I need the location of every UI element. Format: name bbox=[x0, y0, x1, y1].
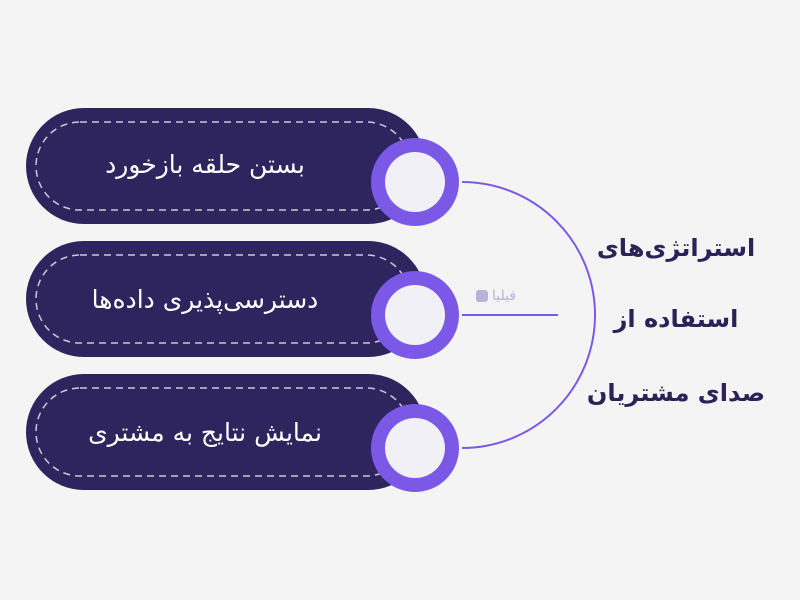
item-3-dashed-border bbox=[35, 387, 411, 477]
item-2-pill bbox=[26, 241, 426, 357]
item-3 bbox=[26, 374, 459, 492]
title-line-3: صدای مشتریان bbox=[586, 379, 766, 407]
watermark-text: فیلیا bbox=[492, 288, 517, 304]
item-1-pill bbox=[26, 108, 426, 224]
item-2 bbox=[26, 241, 459, 359]
item-2-node bbox=[385, 285, 445, 345]
item-1 bbox=[26, 108, 459, 226]
item-1-node bbox=[385, 152, 445, 212]
item-1-label: بستن حلقه بازخورد bbox=[105, 150, 305, 179]
title-line-1: استراتژی‌های bbox=[596, 234, 756, 262]
item-3-node bbox=[385, 418, 445, 478]
item-3-pill bbox=[26, 374, 426, 490]
item-3-label: نمایش نتایج به مشتری bbox=[88, 418, 322, 447]
title-line-2: استفاده از bbox=[613, 305, 739, 333]
watermark: فیلیا bbox=[476, 288, 516, 304]
item-2-dashed-border bbox=[35, 254, 411, 344]
connector-arc bbox=[461, 181, 596, 449]
item-1-dashed-border bbox=[35, 121, 411, 211]
watermark-logo-icon bbox=[476, 290, 488, 302]
item-2-label: دسترسی‌پذیری داده‌ها bbox=[91, 285, 319, 314]
